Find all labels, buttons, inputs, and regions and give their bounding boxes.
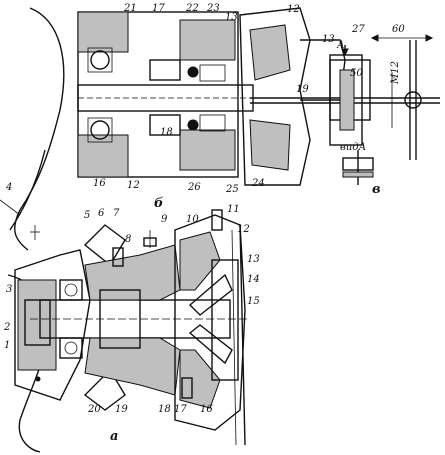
label-12-b: 12 bbox=[127, 180, 140, 191]
left-contour bbox=[0, 7, 65, 453]
label-10: 10 bbox=[186, 214, 199, 225]
dim-m12: М12 bbox=[390, 61, 401, 85]
label-13: 13 bbox=[225, 12, 238, 23]
label-14: 14 bbox=[247, 274, 260, 285]
view-b-label: б bbox=[154, 196, 164, 211]
view-v-label: в bbox=[372, 182, 381, 197]
label-26: 26 bbox=[187, 182, 201, 193]
label-11: 11 bbox=[227, 204, 240, 215]
labels-view-v: 13 27 А 60 50 М12 видА в bbox=[322, 24, 405, 197]
label-18: 18 bbox=[160, 127, 173, 138]
label-1: 1 bbox=[4, 340, 10, 351]
label-25: 25 bbox=[225, 184, 239, 195]
label-19-a: 19 bbox=[115, 404, 128, 415]
impeller-view-b bbox=[239, 7, 371, 186]
label-6: 6 bbox=[98, 208, 105, 219]
labels-view-b: 21 17 22 23 13 12 16 12 26 25 24 18 19 б bbox=[93, 3, 309, 211]
section-view-b bbox=[77, 11, 254, 178]
label-21: 21 bbox=[123, 3, 137, 14]
label-4: 4 bbox=[5, 182, 12, 193]
label-19: 19 bbox=[296, 84, 309, 95]
label-13-v: 13 bbox=[322, 34, 335, 45]
label-5: 5 bbox=[84, 210, 90, 221]
view-arrow-label: А bbox=[336, 40, 345, 51]
label-23: 23 bbox=[206, 3, 220, 14]
label-3: 3 bbox=[6, 284, 12, 295]
label-24: 24 bbox=[251, 178, 265, 189]
puller-view-v bbox=[250, 34, 440, 185]
dim-50: 50 bbox=[350, 68, 363, 79]
label-18-a: 18 bbox=[158, 404, 171, 415]
label-16-a: 16 bbox=[200, 404, 213, 415]
label-7: 7 bbox=[113, 208, 120, 219]
label-2: 2 bbox=[3, 322, 10, 333]
label-20: 20 bbox=[87, 404, 101, 415]
label-9: 9 bbox=[161, 214, 168, 225]
label-12-a: 12 bbox=[237, 224, 250, 235]
label-22: 22 bbox=[185, 3, 199, 14]
dim-60: 60 bbox=[392, 24, 405, 35]
view-a-caption: видА bbox=[340, 142, 366, 153]
view-a-label: а bbox=[110, 429, 118, 444]
label-17: 17 bbox=[152, 3, 165, 14]
label-27: 27 bbox=[351, 24, 365, 35]
label-8: 8 bbox=[125, 234, 131, 245]
assembly-view-a bbox=[14, 209, 250, 446]
label-16: 16 bbox=[93, 178, 106, 189]
label-15: 15 bbox=[247, 296, 260, 307]
label-13-a: 13 bbox=[247, 254, 260, 265]
label-17-a: 17 bbox=[174, 404, 187, 415]
labels-view-a: 1 2 3 4 5 6 7 8 9 10 11 12 13 14 15 16 1… bbox=[3, 182, 260, 444]
label-12: 12 bbox=[287, 4, 300, 15]
